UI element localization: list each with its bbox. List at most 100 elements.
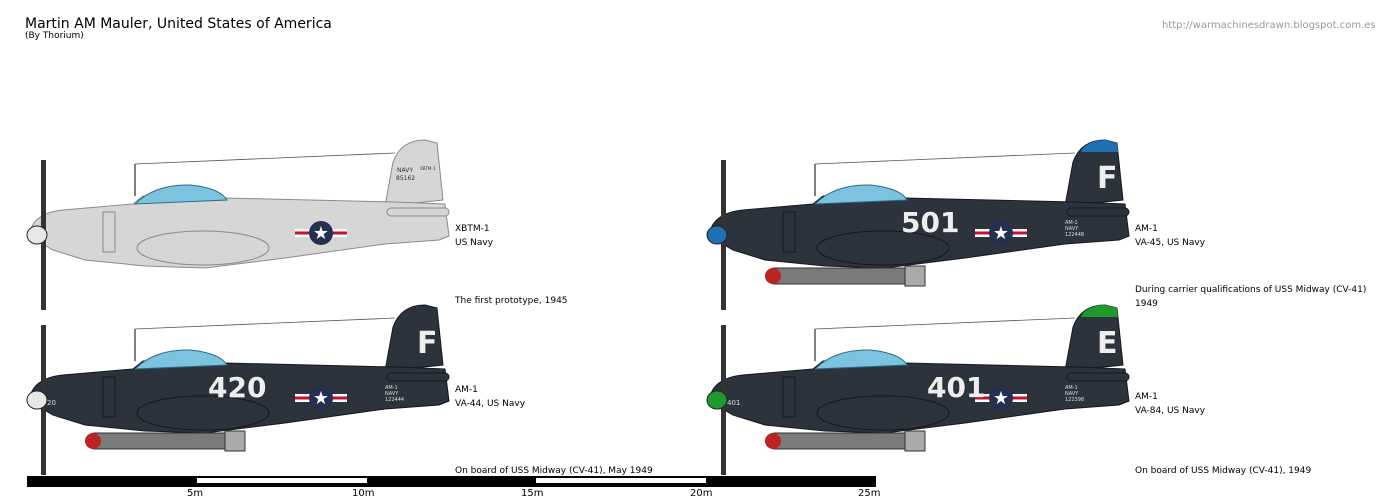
roundel-circle (309, 386, 333, 410)
torpedo (766, 267, 924, 285)
torpedo (766, 432, 924, 450)
canopy (813, 349, 908, 370)
page-title: Martin AM Mauler, United States of Ameri… (25, 16, 332, 32)
aircraft-1-description: The first prototype, 1945 (455, 296, 568, 306)
fin-tip (1081, 140, 1118, 152)
tail-navy: NAVY (397, 167, 413, 174)
tail-model: XBTM-1 (420, 166, 436, 171)
canopy (813, 184, 908, 205)
torpedo-fins (904, 265, 926, 287)
side-number: 501 (901, 206, 959, 239)
canopy (133, 184, 228, 205)
spinner (26, 225, 48, 245)
tail-code: F (417, 326, 438, 361)
wing (136, 230, 270, 266)
aircraft-3-label: AM-1 VA-44, US Navy (455, 383, 525, 411)
model: AM-1 (1135, 392, 1158, 402)
stencil-text: AM-1 (1065, 385, 1078, 391)
roundel-circle (309, 221, 333, 245)
roundel-circle (989, 386, 1013, 410)
antenna-wire (814, 152, 1076, 165)
torpedo-fins (224, 430, 246, 452)
description: During carrier qualifications of USS Mid… (1135, 285, 1367, 295)
roundel-star: ★ (993, 223, 1009, 244)
spinner (706, 390, 728, 410)
stencil-text: AM-1 (1065, 220, 1078, 226)
wing (136, 395, 270, 431)
stencil-text: AM-1 (385, 385, 398, 391)
model: XBTM-1 (455, 224, 490, 234)
cowl-flaps (102, 211, 116, 253)
fuselage (28, 195, 450, 269)
torpedo-fins (904, 430, 926, 452)
stencil-text: NAVY (1065, 226, 1079, 232)
side-number: 420 (208, 371, 266, 404)
torpedo-nose (85, 433, 101, 449)
unit: VA-84, US Navy (1135, 406, 1206, 416)
wing (816, 395, 950, 431)
aircraft-1-label: XBTM-1 US Navy (455, 222, 493, 250)
aircraft-2-label: AM-1 VA-45, US Navy (1135, 222, 1205, 250)
model: AM-1 (455, 385, 478, 395)
tail-code: E (1097, 326, 1118, 361)
antenna-wire (134, 152, 396, 165)
torpedo-nose (765, 433, 781, 449)
aircraft-2-description: During carrier qualifications of USS Mid… (1135, 283, 1366, 311)
nose-number: 401 (727, 399, 740, 407)
unit: VA-44, US Navy (455, 399, 526, 409)
tail-fin (384, 139, 444, 207)
model: AM-1 (1135, 224, 1158, 234)
horizontal-stabilizer (386, 372, 450, 382)
roundel-circle (989, 221, 1013, 245)
roundel-star: ★ (313, 388, 329, 409)
description-year: 1949 (1135, 299, 1158, 309)
cowl-flaps (102, 376, 116, 418)
unit: VA-45, US Navy (1135, 238, 1206, 248)
author-credit: (By Thorium) (25, 31, 84, 41)
antenna-wire (134, 317, 396, 330)
scale-label: 20m (690, 488, 713, 499)
horizontal-stabilizer (1066, 372, 1130, 382)
scale-label: 15m (521, 488, 544, 499)
fin-tip (1081, 305, 1118, 317)
spinner (26, 390, 48, 410)
canopy (133, 349, 228, 370)
stencil-text: 122448 (1065, 232, 1084, 238)
stencil-text: NAVY (385, 391, 399, 397)
wing (816, 230, 950, 266)
spinner (706, 225, 728, 245)
stencil-text: NAVY (1065, 391, 1079, 397)
scale-bar-segment (536, 478, 706, 483)
scale-bar (27, 476, 876, 487)
stencil-text: 122398 (1065, 397, 1084, 403)
antenna-wire (814, 317, 1076, 330)
aircraft-4-label: AM-1 VA-84, US Navy (1135, 390, 1205, 418)
tail-fin (384, 304, 444, 372)
roundel-star: ★ (993, 388, 1009, 409)
torpedo (86, 432, 244, 450)
scale-label: 25m (858, 488, 881, 499)
source-url: http://warmachinesdrawn.blogspot.com.es (1162, 20, 1376, 31)
cowl-flaps (782, 211, 796, 253)
scale-label: 10m (352, 488, 375, 499)
nose-number: 20 (47, 399, 56, 407)
stencil-text: 122444 (385, 397, 404, 403)
scale-bar-segment (197, 478, 367, 483)
torpedo-nose (765, 268, 781, 284)
tail-serial: 85162 (396, 175, 415, 182)
horizontal-stabilizer (386, 207, 450, 217)
horizontal-stabilizer (1066, 207, 1130, 217)
unit: US Navy (455, 238, 494, 248)
aircraft-4-description: On board of USS Midway (CV-41), 1949 (1135, 466, 1312, 476)
cowl-flaps (782, 376, 796, 418)
aircraft-3-description: On board of USS Midway (CV-41), May 1949 (455, 466, 653, 476)
scale-label: 5m (187, 488, 204, 499)
side-number: 401 (927, 371, 985, 404)
tail-code: F (1097, 161, 1118, 196)
